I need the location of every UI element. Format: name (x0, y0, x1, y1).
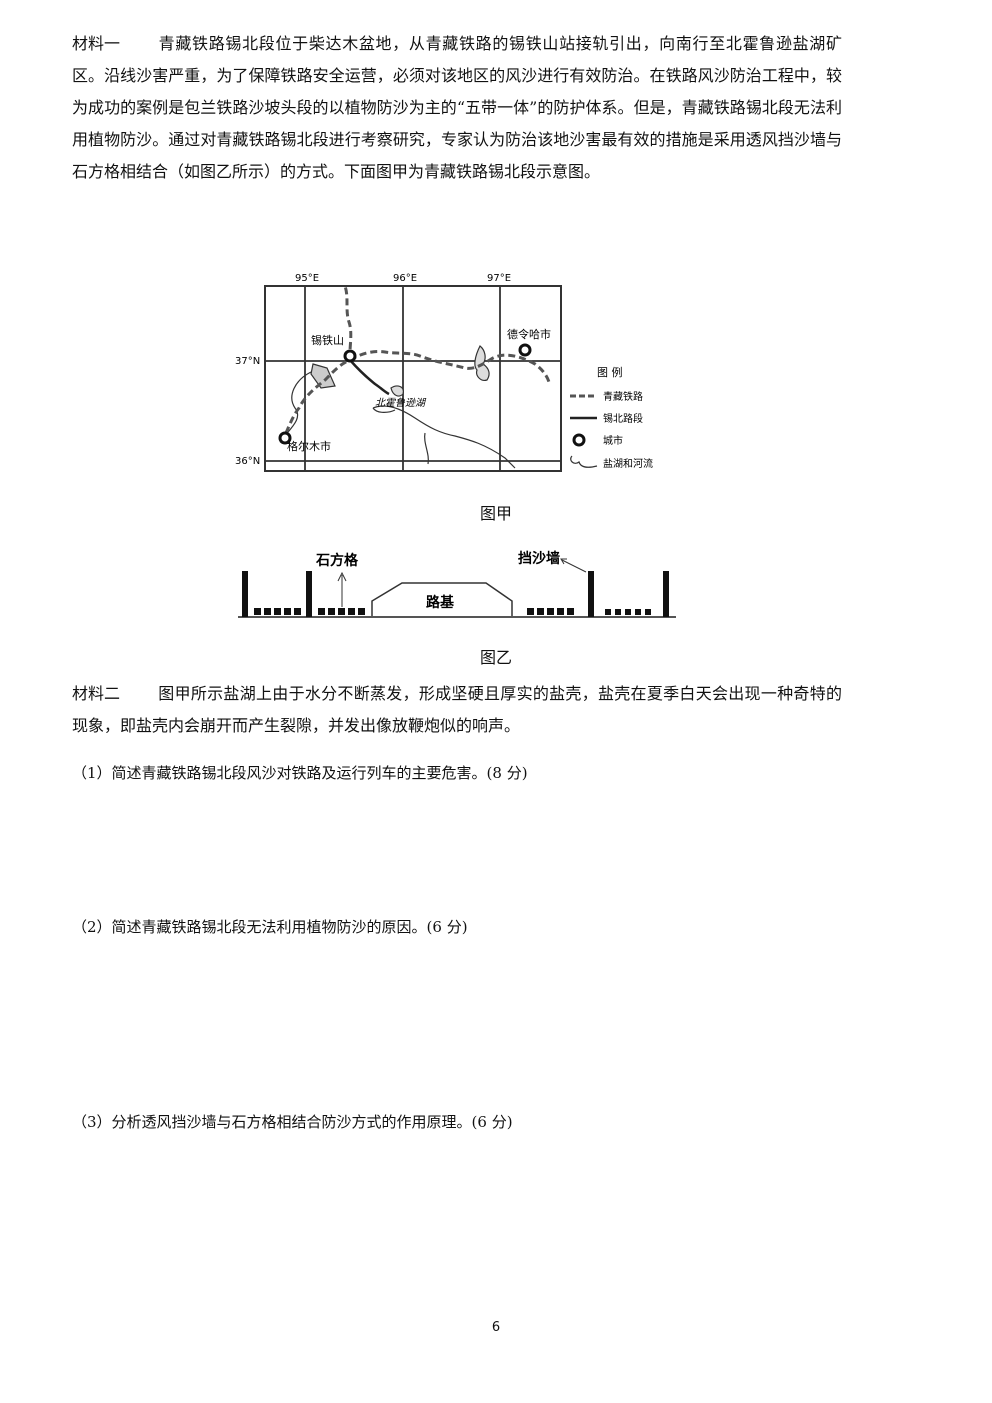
place-delingha: 德令哈市 (507, 327, 551, 341)
legend-lake-symbol (570, 455, 598, 468)
profile-figure: 路基 石方格 挡沙墙 (238, 550, 676, 618)
legend-railway-label: 青藏铁路 (603, 390, 643, 403)
qinghai-tibet-railway (279, 285, 551, 444)
lon-label-96: 96°E (393, 273, 417, 284)
sand-wall-right-inner (588, 571, 594, 617)
material-two-paragraph: 材料二图甲所示盐湖上由于水分不断蒸发，形成坚硬且厚实的盐壳，盐壳在夏季白天会出现… (72, 678, 842, 742)
legend-lake-label: 盐湖和河流 (603, 457, 653, 470)
place-lake: 北霍鲁逊湖 (375, 397, 427, 409)
lon-label-97: 97°E (487, 273, 511, 284)
material-two-label: 材料二 (72, 684, 121, 703)
roadbed-shape (371, 582, 513, 616)
roadbed-label: 路基 (426, 594, 455, 611)
legend-city-symbol (572, 433, 586, 447)
material-one-label: 材料一 (72, 34, 121, 53)
question-3: （3）分析透风挡沙墙与石方格相结合防沙方式的作用原理。(6 分) (72, 1113, 513, 1131)
page-number: 6 (491, 1320, 501, 1335)
legend-title: 图 例 (597, 365, 623, 379)
figure-a-caption: 图甲 (479, 504, 512, 523)
material-one-paragraph: 材料一青藏铁路锡北段位于柴达木盆地，从青藏铁路的锡铁山站接轨引出，向南行至北霍鲁… (72, 28, 842, 188)
map-frame (264, 285, 562, 472)
material-two-text: 图甲所示盐湖上由于水分不断蒸发，形成坚硬且厚实的盐壳，盐壳在夏季白天会出现一种奇… (72, 684, 842, 735)
lon-label-95: 95°E (295, 273, 319, 284)
figure-b-caption: 图乙 (479, 648, 512, 667)
city-delingha-marker (518, 343, 532, 357)
lat-label-37: 37°N (235, 356, 260, 367)
stone-grid-label: 石方格 (315, 552, 359, 569)
map-figure: 95°E 96°E 97°E 37°N 36°N 锡铁山 德令哈市 格尔木市 北… (235, 273, 653, 472)
stone-grid-arrow-head (337, 571, 347, 582)
xibei-railway-section (349, 359, 390, 396)
city-golmud-marker (278, 431, 292, 445)
map-legend: 图 例 青藏铁路 锡北路段 城市 盐湖和河流 (570, 365, 653, 470)
city-xitieshan-marker (343, 349, 357, 363)
legend-city-label: 城市 (603, 434, 623, 447)
lat-label-36: 36°N (235, 456, 260, 467)
legend-section-label: 锡北路段 (603, 412, 643, 425)
question-2: （2）简述青藏铁路锡北段无法利用植物防沙的原因。(6 分) (72, 918, 468, 936)
place-golmud: 格尔木市 (287, 439, 331, 453)
sand-wall-arrow (561, 559, 587, 573)
sand-wall-label: 挡沙墙 (518, 550, 560, 567)
question-1: （1）简述青藏铁路锡北段风沙对铁路及运行列车的主要危害。(8 分) (72, 764, 528, 782)
place-xitieshan: 锡铁山 (311, 333, 344, 347)
stone-grid-blocks (254, 608, 651, 615)
material-one-text: 青藏铁路锡北段位于柴达木盆地，从青藏铁路的锡铁山站接轨引出，向南行至北霍鲁逊盐湖… (72, 34, 842, 181)
sand-wall-arrow-head (560, 558, 567, 565)
sand-wall-right-outer (663, 571, 669, 617)
sand-wall-left-outer (242, 571, 248, 617)
sand-wall-left-inner (306, 571, 312, 617)
